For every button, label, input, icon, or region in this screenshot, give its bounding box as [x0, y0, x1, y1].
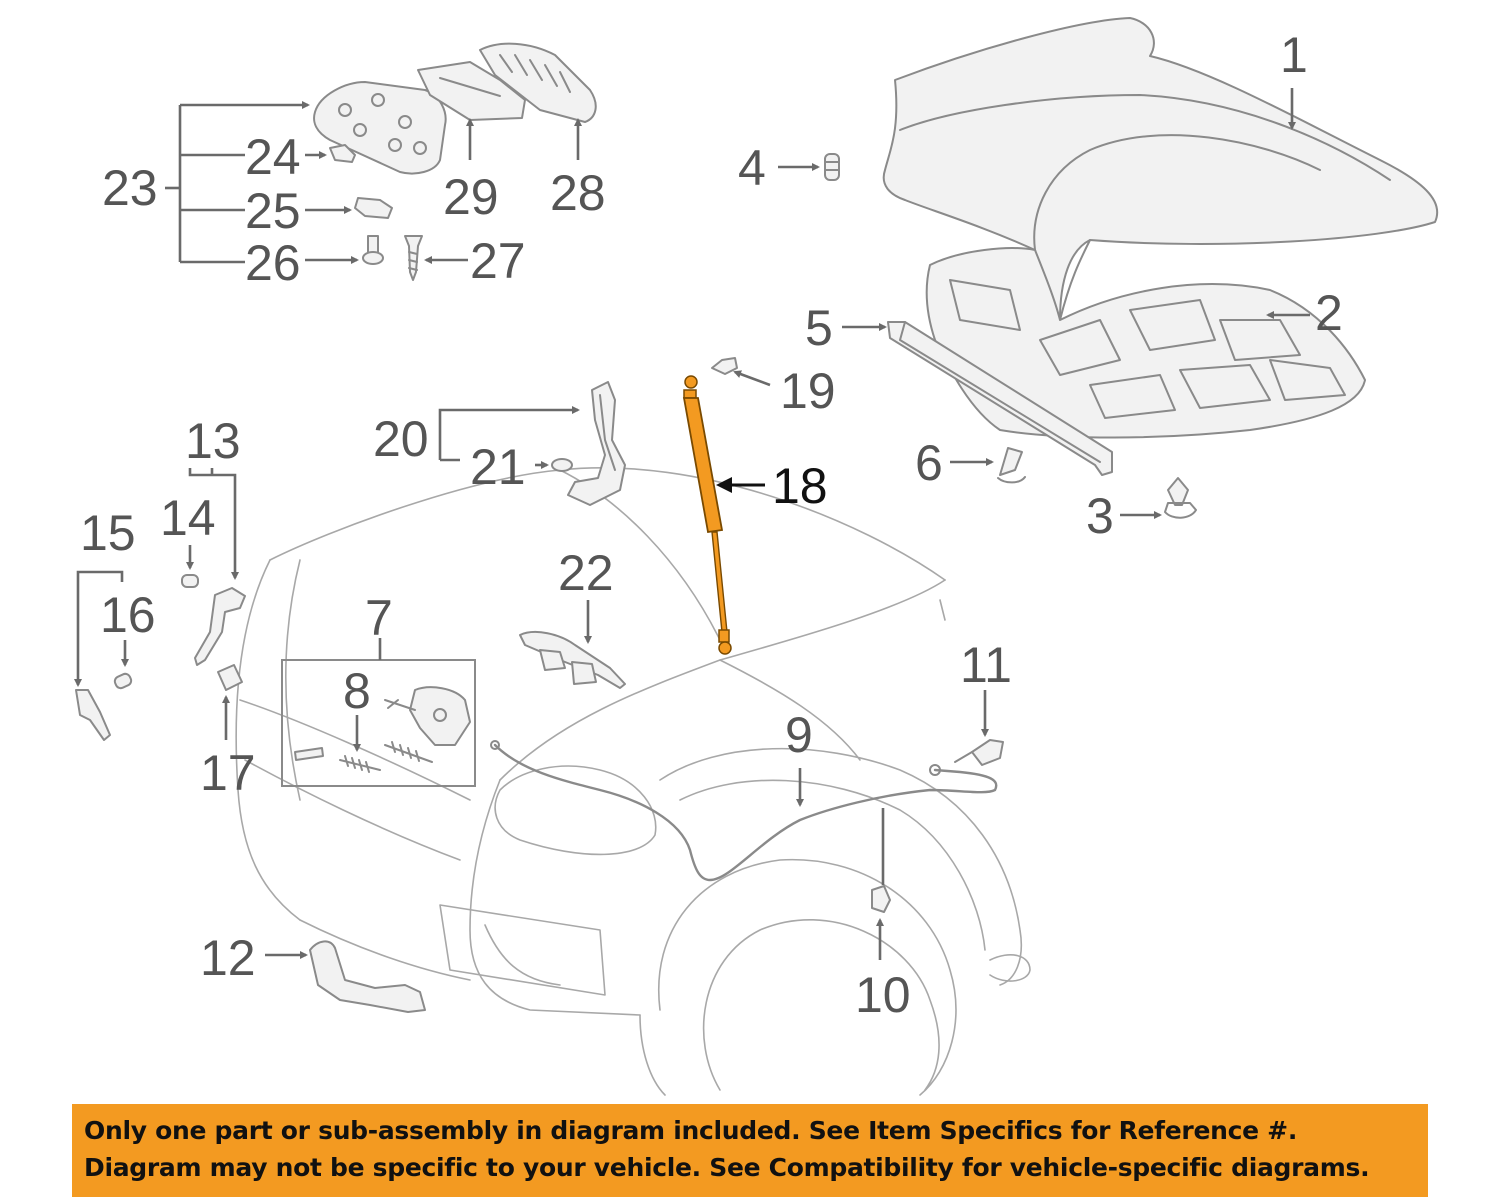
leader-18 [716, 477, 765, 493]
hood-insulator-pad[interactable] [313, 81, 447, 175]
hood-support-bracket[interactable] [519, 631, 626, 689]
clip-6[interactable] [997, 447, 1026, 484]
callout-18: 18 [772, 458, 828, 514]
callout-19: 19 [780, 363, 836, 419]
callout-11: 11 [960, 637, 1012, 693]
callout-2: 2 [1315, 285, 1343, 341]
hood-panel[interactable] [882, 17, 1439, 321]
hood-weatherstrip[interactable] [887, 321, 1113, 476]
cushion-17[interactable] [217, 664, 243, 691]
disclaimer-banner: Only one part or sub-assembly in diagram… [72, 1104, 1428, 1197]
callout-23: 23 [102, 160, 158, 216]
callout-29: 29 [443, 169, 499, 225]
callout-21: 21 [470, 439, 526, 495]
clip-25[interactable] [354, 197, 393, 219]
release-handle-11[interactable] [954, 739, 1004, 766]
screw-27[interactable] [404, 235, 423, 281]
callout-9: 9 [785, 707, 813, 763]
vehicle-body-outline [235, 467, 1031, 1096]
callout-25: 25 [245, 183, 301, 239]
callout-24: 24 [245, 129, 301, 185]
latch-spring-8[interactable] [339, 755, 381, 773]
callout-3: 3 [1086, 488, 1114, 544]
bracket-15[interactable] [75, 689, 111, 741]
latch-kit-frame [281, 659, 476, 787]
callout-13: 13 [185, 413, 241, 469]
callout-17: 17 [200, 745, 256, 801]
scoop-28[interactable] [479, 42, 597, 123]
callout-28: 28 [550, 165, 606, 221]
callout-27: 27 [470, 233, 526, 289]
garnish-29[interactable] [417, 61, 526, 121]
clip-3[interactable] [1164, 477, 1197, 519]
release-cable-clamp-10[interactable] [871, 885, 891, 913]
callout-20: 20 [373, 411, 429, 467]
callout-26: 26 [245, 235, 301, 291]
hood-hinge[interactable] [567, 381, 626, 506]
ball-stud-19[interactable] [711, 357, 738, 375]
callout-labels: 1 2 3 4 5 6 7 8 9 10 11 12 13 14 15 16 1… [80, 27, 1343, 1023]
clip-24[interactable] [329, 144, 356, 163]
callout-14: 14 [160, 490, 216, 546]
callout-16: 16 [100, 587, 156, 643]
callout-1: 1 [1280, 27, 1308, 83]
latch-spring[interactable] [384, 741, 433, 763]
callout-12: 12 [200, 930, 256, 986]
callout-4: 4 [738, 140, 766, 196]
callout-15: 15 [80, 505, 136, 561]
hood-bumper-cushion[interactable] [824, 153, 840, 181]
hood-lift-support[interactable] [682, 375, 732, 655]
hinge-bushing[interactable] [551, 458, 573, 472]
clip-16[interactable] [113, 672, 133, 690]
callout-6: 6 [915, 435, 943, 491]
callout-7: 7 [365, 590, 393, 646]
cushion-14[interactable] [181, 574, 199, 588]
latch-bolt[interactable] [294, 747, 324, 761]
hood-release-cable[interactable] [490, 740, 998, 882]
bolt-26[interactable] [362, 235, 384, 265]
leader-lines [74, 88, 1310, 960]
callout-5: 5 [805, 300, 833, 356]
callout-10: 10 [855, 967, 911, 1023]
hood-latch[interactable] [384, 686, 471, 746]
callout-8: 8 [343, 663, 371, 719]
callout-22: 22 [558, 545, 614, 601]
parts-diagram: 1 2 3 4 5 6 7 8 9 10 11 12 13 14 15 16 1… [74, 17, 1439, 1096]
disclaimer-line-1: Only one part or sub-assembly in diagram… [84, 1116, 1298, 1145]
support-bracket-12[interactable] [309, 940, 426, 1013]
disclaimer-line-2: Diagram may not be specific to your vehi… [84, 1153, 1370, 1182]
hood-insulator[interactable] [925, 247, 1366, 439]
hood-lock-13[interactable] [194, 587, 246, 666]
